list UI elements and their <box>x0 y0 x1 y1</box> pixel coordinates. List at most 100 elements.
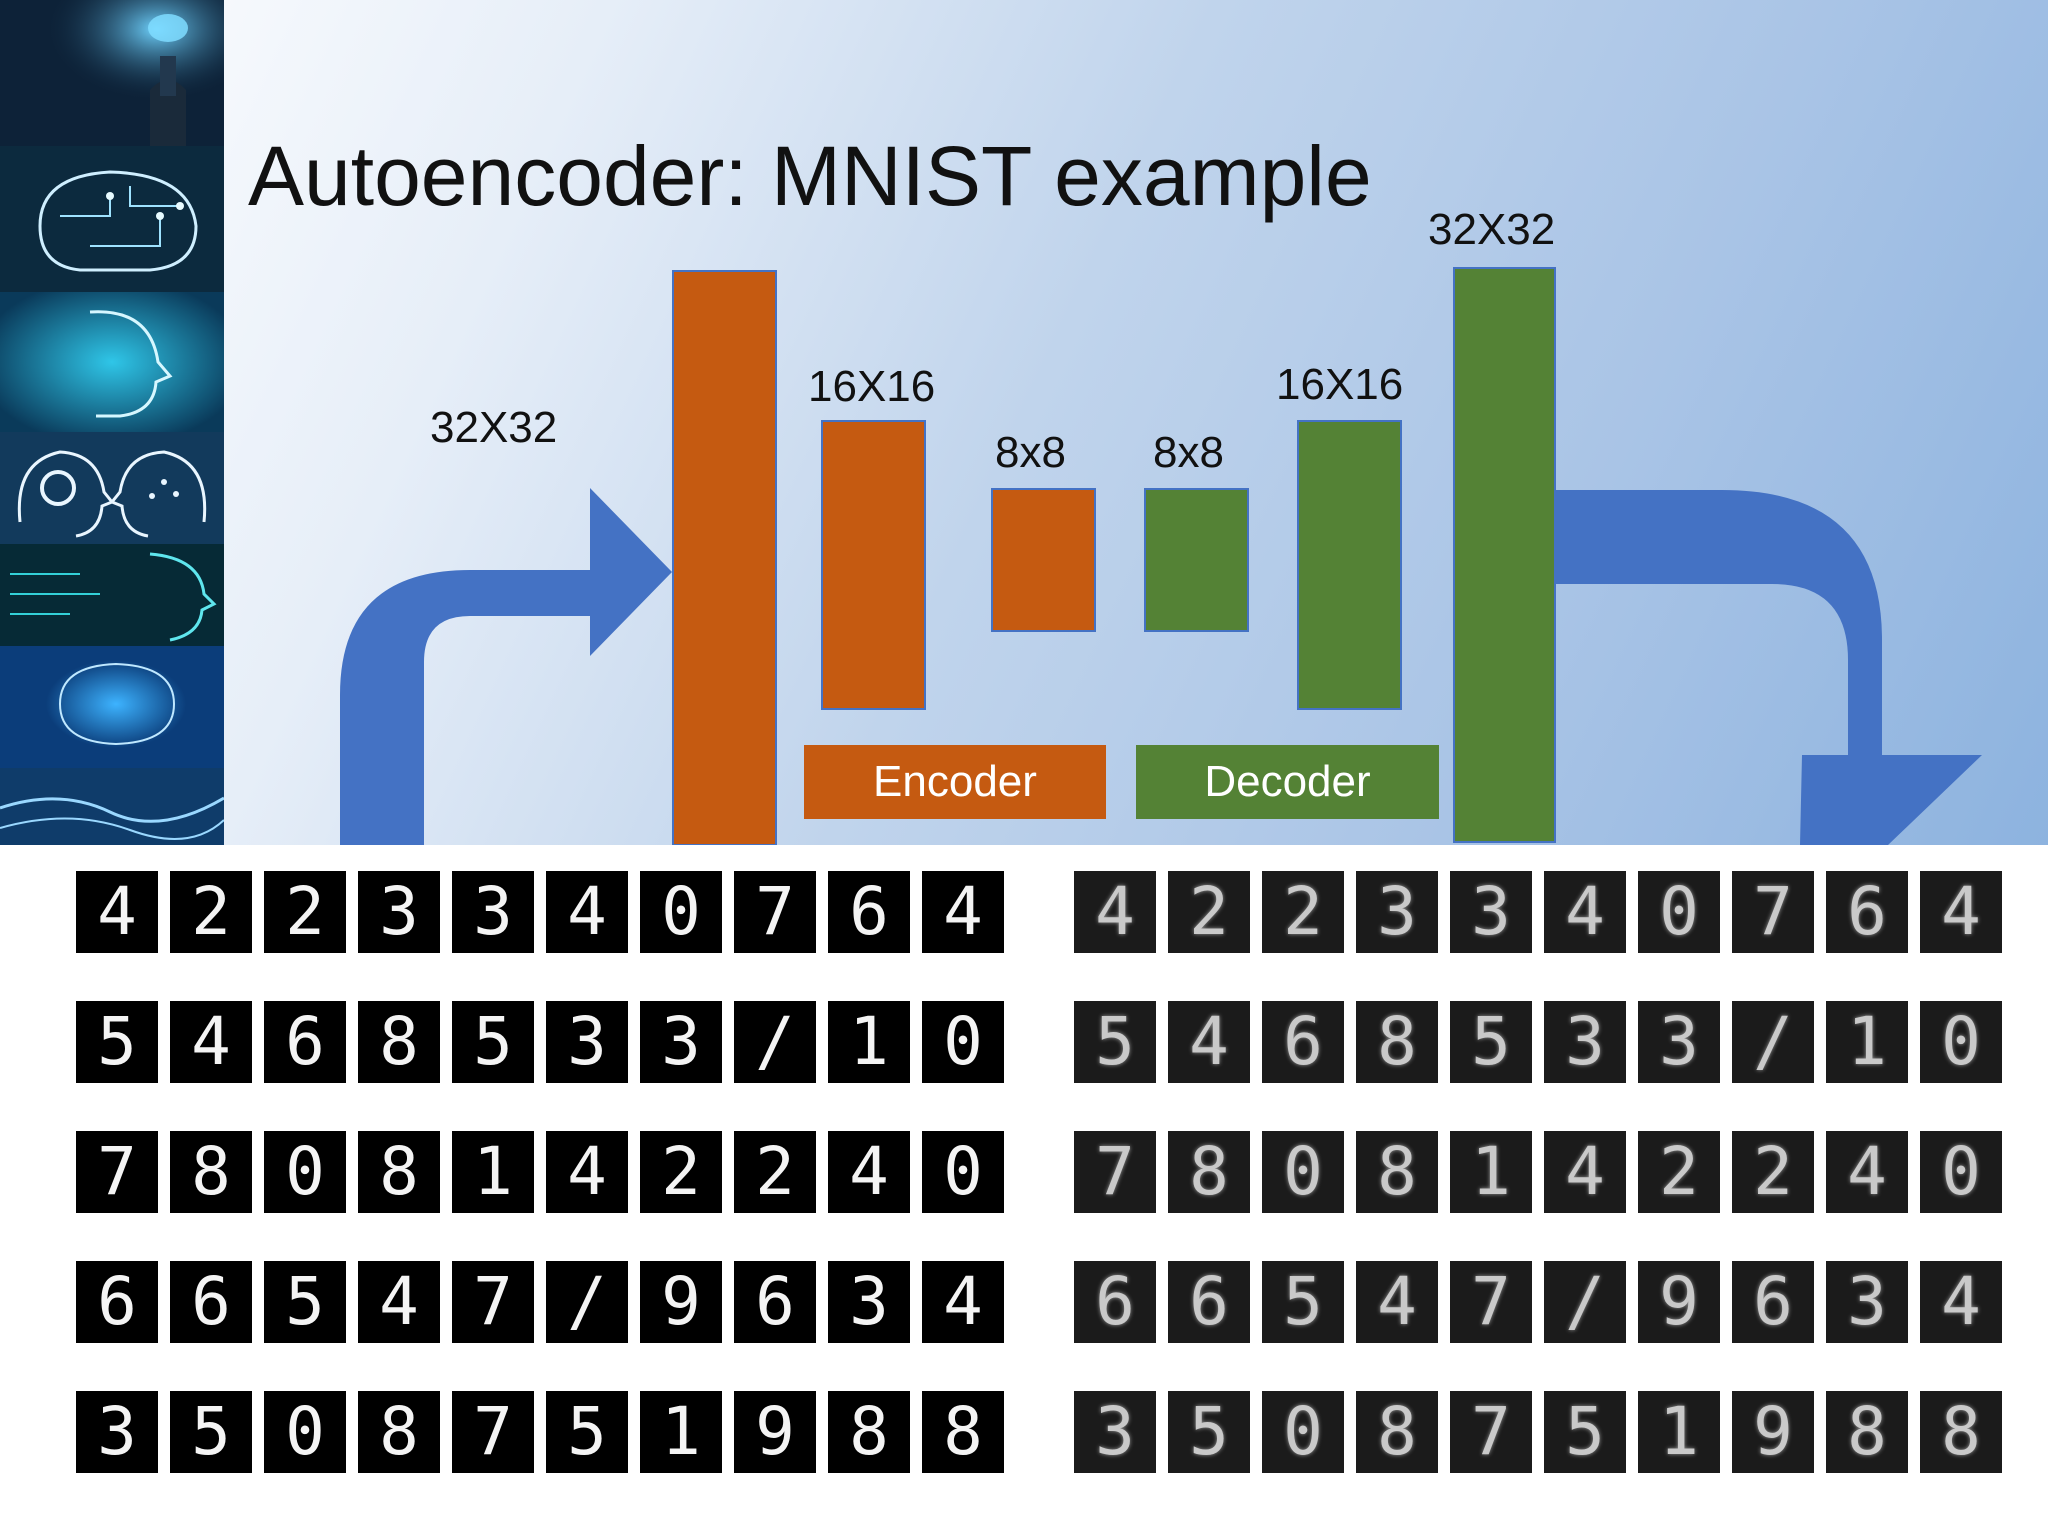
encoder-layer-16 <box>821 420 926 710</box>
input-digit: 3 <box>640 1001 722 1083</box>
input-digit: 8 <box>922 1391 1004 1473</box>
input-digit: 8 <box>358 1391 440 1473</box>
input-digit: 2 <box>734 1131 816 1213</box>
output-digit: 8 <box>1168 1131 1250 1213</box>
input-digit: 0 <box>640 871 722 953</box>
output-digit: 0 <box>1920 1001 2002 1083</box>
decoder-layer-32 <box>1453 267 1556 843</box>
input-digit: 4 <box>546 871 628 953</box>
input-digit: 2 <box>170 871 252 953</box>
slide-title: Autoencoder: MNIST example <box>248 129 1372 223</box>
output-digit: 4 <box>1356 1261 1438 1343</box>
encoder-8-label: 8x8 <box>995 428 1066 477</box>
output-digit: 8 <box>1356 1001 1438 1083</box>
decoder-8-label: 8x8 <box>1153 428 1224 477</box>
input-digit: 6 <box>828 871 910 953</box>
input-digit: 3 <box>546 1001 628 1083</box>
input-digit: 5 <box>452 1001 534 1083</box>
output-digit: 7 <box>1074 1131 1156 1213</box>
input-digit: 7 <box>452 1391 534 1473</box>
input-digit: 6 <box>264 1001 346 1083</box>
output-digit: 4 <box>1920 1261 2002 1343</box>
output-digit: 3 <box>1826 1261 1908 1343</box>
output-digit: 2 <box>1262 871 1344 953</box>
output-digit: 3 <box>1544 1001 1626 1083</box>
input-size-label: 32X32 <box>430 403 558 452</box>
circuit-face-icon <box>0 544 224 646</box>
output-digit: 5 <box>1450 1001 1532 1083</box>
output-digit: 3 <box>1450 871 1532 953</box>
input-digit: 2 <box>640 1131 722 1213</box>
input-arrow <box>340 488 672 845</box>
output-digit: 7 <box>1732 871 1814 953</box>
output-digit: 4 <box>1074 871 1156 953</box>
output-digit: 7 <box>1450 1261 1532 1343</box>
input-digit: 3 <box>828 1261 910 1343</box>
output-digit: 5 <box>1544 1391 1626 1473</box>
output-digit: 4 <box>1168 1001 1250 1083</box>
output-digit: 8 <box>1826 1391 1908 1473</box>
input-digit: 4 <box>170 1001 252 1083</box>
circuit-brain-icon <box>0 146 224 292</box>
input-digit: 4 <box>76 871 158 953</box>
output-digit: 8 <box>1920 1391 2002 1473</box>
output-digit: 0 <box>1920 1131 2002 1213</box>
input-digit: 8 <box>358 1131 440 1213</box>
input-digit: 4 <box>922 1261 1004 1343</box>
input-digit: 1 <box>828 1001 910 1083</box>
input-digit: 4 <box>546 1131 628 1213</box>
digital-face-icon <box>0 292 224 432</box>
decoder-tag: Decoder <box>1136 745 1439 819</box>
output-size-label: 32X32 <box>1428 205 1556 254</box>
output-digit: 1 <box>1638 1391 1720 1473</box>
input-digit: 6 <box>170 1261 252 1343</box>
slide-header-area: Autoencoder: MNIST example 32X32 16X16 8… <box>0 0 2048 845</box>
output-digit: 1 <box>1450 1131 1532 1213</box>
output-digit: 3 <box>1356 871 1438 953</box>
input-digit: 5 <box>264 1261 346 1343</box>
output-digit: 3 <box>1638 1001 1720 1083</box>
input-digit: 9 <box>734 1391 816 1473</box>
output-digit: 9 <box>1732 1391 1814 1473</box>
input-digit: 1 <box>640 1391 722 1473</box>
robot-head-icon <box>0 0 224 146</box>
decoder-layer-8 <box>1144 488 1249 632</box>
output-digit: / <box>1732 1001 1814 1083</box>
input-digit: 9 <box>640 1261 722 1343</box>
output-digit: 6 <box>1262 1001 1344 1083</box>
input-digit: 4 <box>922 871 1004 953</box>
input-digit: 5 <box>170 1391 252 1473</box>
glowing-brain-icon <box>0 646 224 768</box>
output-digit: 7 <box>1450 1391 1532 1473</box>
output-digit: 2 <box>1732 1131 1814 1213</box>
output-digit: 1 <box>1826 1001 1908 1083</box>
left-image-strip <box>0 0 224 845</box>
input-digit: 3 <box>358 871 440 953</box>
input-digit: 7 <box>452 1261 534 1343</box>
output-digit: 0 <box>1262 1391 1344 1473</box>
decoder-layer-16 <box>1297 420 1402 710</box>
output-digit: 6 <box>1732 1261 1814 1343</box>
circuit-hand-icon <box>0 768 224 845</box>
encoder-tag: Encoder <box>804 745 1106 819</box>
input-digit: 7 <box>734 871 816 953</box>
output-digit: 6 <box>1074 1261 1156 1343</box>
output-digit: 8 <box>1356 1131 1438 1213</box>
input-digit: 6 <box>734 1261 816 1343</box>
input-digit: 5 <box>546 1391 628 1473</box>
input-digit: 8 <box>358 1001 440 1083</box>
output-digit: / <box>1544 1261 1626 1343</box>
output-digit: 5 <box>1168 1391 1250 1473</box>
output-digit: 8 <box>1356 1391 1438 1473</box>
input-digit: 4 <box>828 1131 910 1213</box>
input-digit: 4 <box>358 1261 440 1343</box>
